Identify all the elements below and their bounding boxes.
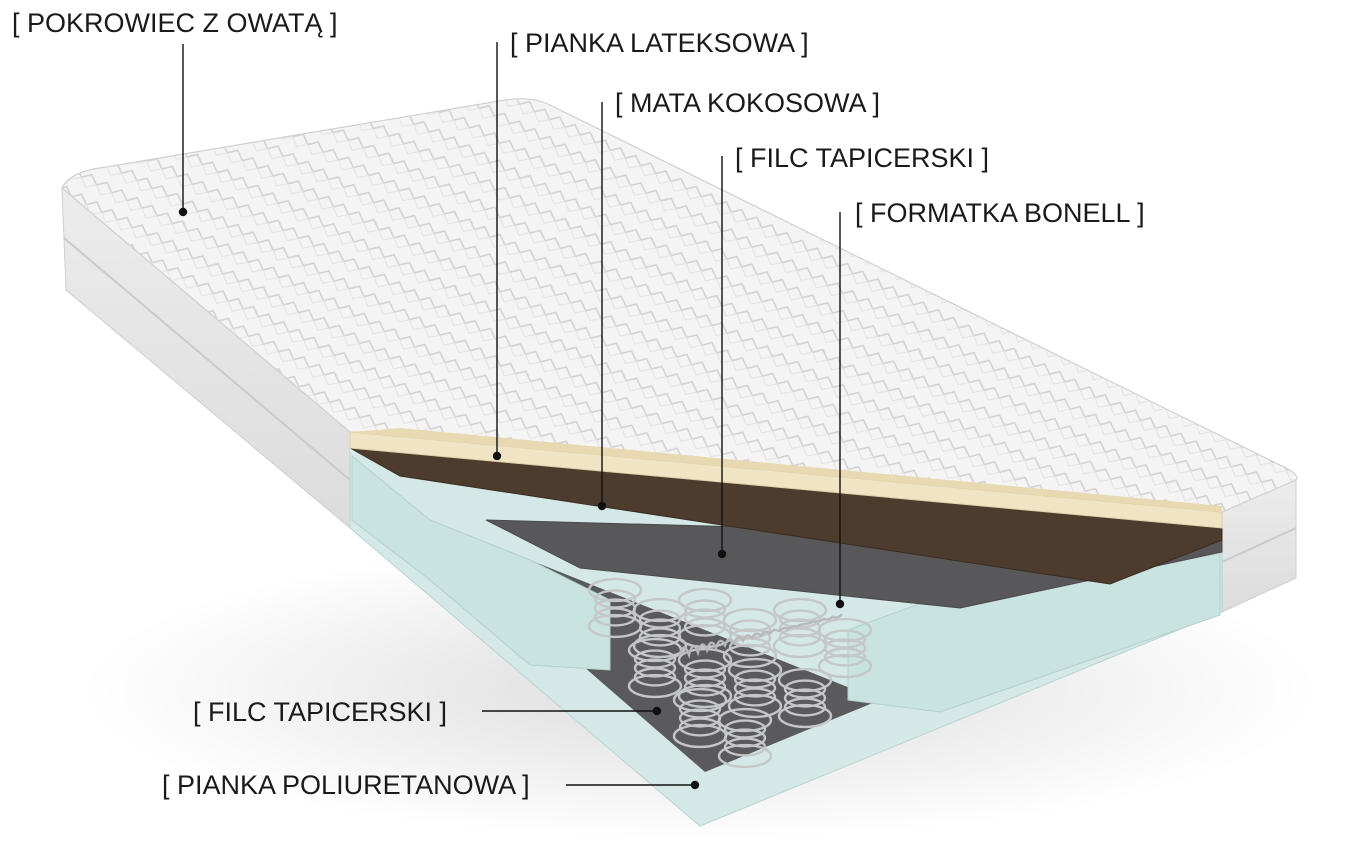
- spring-turn: [672, 687, 728, 713]
- leader-dot-pu-foam: [690, 780, 700, 790]
- leader-dot-bonell: [835, 599, 845, 609]
- spring-coil: [632, 597, 688, 659]
- leader-lines: [178, 42, 845, 790]
- spring-turn: [733, 678, 777, 698]
- spring-turn: [632, 633, 688, 659]
- spring-turn: [677, 647, 733, 673]
- spring-turn: [772, 597, 828, 623]
- spring-turn: [817, 653, 873, 679]
- label-pu-foam: [ PIANKA POLIURETANOWA ]: [162, 770, 530, 800]
- spring-turn: [817, 617, 873, 643]
- spring-coil: [727, 657, 783, 719]
- label-latex-foam: [ PIANKA LATEKSOWA ]: [510, 28, 809, 58]
- spring-turn: [733, 687, 777, 707]
- leader-dot-coconut-mat: [597, 501, 607, 511]
- spring-coil: [817, 617, 873, 679]
- label-coconut-mat: [ MATA KOKOSOWA ]: [615, 88, 881, 118]
- spring-turn: [728, 637, 772, 657]
- label-felt-top: [ FILC TAPICERSKI ]: [735, 143, 990, 173]
- spring-coil: [772, 597, 828, 659]
- label-bonell: [ FORMATKA BONELL ]: [855, 198, 1145, 228]
- spring-turn: [783, 697, 827, 717]
- label-cover: [ POKROWIEC Z OWATĄ ]: [12, 8, 338, 38]
- cover-quilt-pattern: [62, 98, 1298, 513]
- leader-dot-felt-bottom: [652, 706, 662, 716]
- spring-turn: [783, 688, 827, 708]
- spring-turn: [717, 707, 773, 733]
- leader-dot-felt-top: [717, 549, 727, 559]
- spring-turn: [633, 658, 677, 678]
- spring-turn: [722, 643, 778, 669]
- spring-turn: [717, 743, 773, 769]
- spring-coil: [677, 647, 733, 709]
- spring-turn: [677, 587, 733, 613]
- spring-coil: [717, 707, 773, 769]
- foam-rail-left: [351, 454, 611, 671]
- spring-turn: [723, 728, 767, 748]
- spring-turn: [777, 667, 833, 693]
- spring-turn: [587, 577, 643, 603]
- spring-turn: [683, 668, 727, 688]
- cover-seam: [63, 237, 351, 481]
- bonell-springs: [587, 577, 873, 769]
- helical-wire: [678, 613, 843, 660]
- spring-turn: [678, 717, 722, 737]
- spring-turn: [777, 703, 833, 729]
- spring-turn: [727, 693, 783, 719]
- leader-dot-latex-foam: [492, 451, 502, 461]
- latex-foam-layer: [349, 431, 1223, 529]
- spring-turn: [593, 607, 637, 627]
- spring-turn: [633, 667, 677, 687]
- spring-turn: [627, 673, 683, 699]
- spring-turn: [677, 683, 733, 709]
- spring-turn: [638, 618, 682, 638]
- latex-foam-top: [350, 428, 1222, 512]
- label-felt-bottom: [ FILC TAPICERSKI ]: [193, 697, 448, 727]
- spring-turn: [727, 657, 783, 683]
- spring-coil: [777, 667, 833, 729]
- cover-seam-right: [1221, 527, 1297, 563]
- leader-dot-cover: [178, 207, 188, 217]
- spring-turn: [823, 647, 867, 667]
- spring-turn: [683, 677, 727, 697]
- spring-turn: [683, 617, 727, 637]
- spring-turn: [823, 638, 867, 658]
- spring-turn: [723, 737, 767, 757]
- spring-turn: [778, 627, 822, 647]
- spring-coil: [672, 687, 728, 749]
- spring-turn: [722, 607, 778, 633]
